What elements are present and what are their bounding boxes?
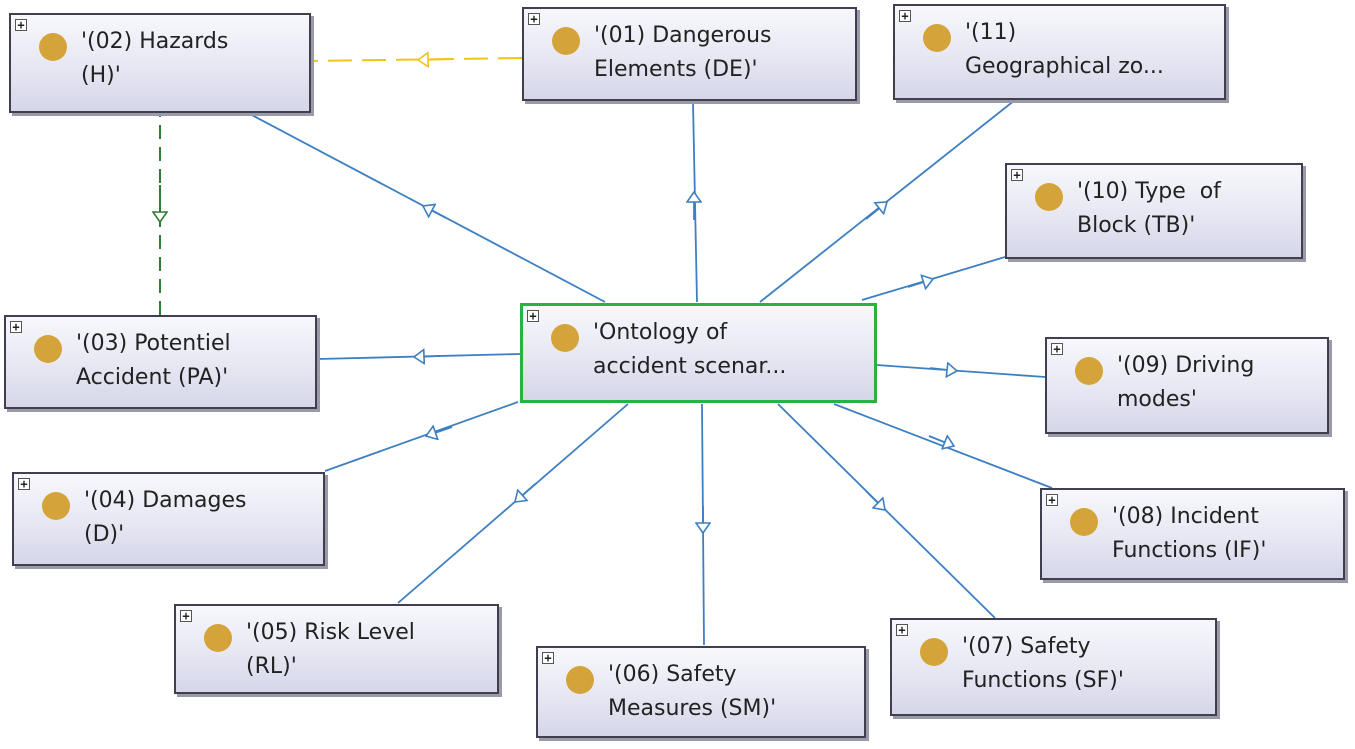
expand-icon[interactable]: + (899, 10, 911, 22)
node-01-dangerous-elements[interactable]: + '(01) Dangerous Elements (DE)' (522, 7, 857, 101)
arrowhead-07 (865, 490, 885, 510)
arrowhead-10 (907, 279, 933, 287)
node-label: '(03) Potentiel Accident (PA)' (76, 331, 231, 390)
expand-icon[interactable]: + (1051, 343, 1063, 355)
node-02-hazards[interactable]: + '(02) Hazards (H)' (9, 13, 311, 113)
node-label: '(06) Safety Measures (SM)' (608, 662, 777, 721)
arrowhead-yellow (418, 59, 451, 60)
edge-01-to-02-dashed (311, 57, 523, 62)
expand-icon[interactable]: + (10, 321, 22, 333)
class-icon (551, 324, 579, 352)
class-icon (34, 335, 62, 363)
class-icon (552, 27, 580, 55)
expand-icon[interactable]: + (180, 610, 192, 622)
arrowhead-03 (414, 356, 441, 357)
expand-icon[interactable]: + (896, 624, 908, 636)
node-label: '(07) Safety Functions (SF)' (962, 634, 1124, 693)
arrowhead-04 (426, 427, 453, 436)
edge-root-to-09 (876, 364, 1046, 378)
arrowhead-05 (515, 483, 536, 502)
edge-root-to-04 (324, 401, 519, 472)
node-label: '(01) Dangerous Elements (DE)' (594, 23, 772, 82)
class-icon (923, 24, 951, 52)
node-label: '(02) Hazards (H)' (81, 29, 229, 88)
expand-icon[interactable]: + (542, 652, 554, 664)
node-06-safety-measures[interactable]: + '(06) Safety Measures (SM)' (536, 646, 866, 738)
node-label: 'Ontology of accident scenar... (593, 320, 787, 379)
class-icon (1070, 508, 1098, 536)
node-03-potentiel-accident[interactable]: + '(03) Potentiel Accident (PA)' (4, 315, 317, 409)
class-icon (204, 624, 232, 652)
class-icon (566, 666, 594, 694)
node-05-risk-level[interactable]: + '(05) Risk Level (RL)' (174, 604, 499, 694)
expand-icon[interactable]: + (18, 478, 30, 490)
expand-icon[interactable]: + (528, 13, 540, 25)
node-label: '(10) Type of Block (TB)' (1077, 179, 1221, 238)
class-icon (1075, 357, 1103, 385)
node-04-damages[interactable]: + '(04) Damages (D)' (12, 472, 325, 566)
expand-icon[interactable]: + (15, 19, 27, 31)
class-icon (39, 33, 67, 61)
node-label: '(08) Incident Functions (IF)' (1112, 504, 1267, 563)
node-label: '(05) Risk Level (RL)' (246, 620, 415, 679)
class-icon (920, 638, 948, 666)
node-07-safety-functions[interactable]: + '(07) Safety Functions (SF)' (890, 618, 1217, 716)
edge-root-to-10 (861, 256, 1006, 301)
node-10-type-of-block[interactable]: + '(10) Type of Block (TB)' (1005, 163, 1303, 259)
arrowhead-08 (928, 436, 954, 446)
node-09-driving-modes[interactable]: + '(09) Driving modes' (1045, 337, 1329, 434)
edge-root-to-05 (397, 403, 629, 604)
expand-icon[interactable]: + (1011, 169, 1023, 181)
node-label: '(04) Damages (D)' (84, 488, 247, 547)
arrowhead-09 (929, 368, 957, 371)
edge-root-to-07 (777, 403, 996, 619)
node-11-geographical-zone[interactable]: + '(11) Geographical zo... (893, 4, 1226, 100)
node-root-ontology[interactable]: + 'Ontology of accident scenar... (520, 303, 877, 403)
edge-root-to-11 (759, 99, 1016, 303)
edge-root-to-08 (833, 403, 1053, 489)
expand-icon[interactable]: + (1046, 494, 1058, 506)
arrowhead-11 (865, 202, 887, 220)
class-icon (1035, 183, 1063, 211)
node-label: '(09) Driving modes' (1117, 353, 1255, 412)
expand-icon[interactable]: + (527, 310, 539, 322)
node-label: '(11) Geographical zo... (965, 20, 1164, 79)
class-icon (42, 492, 70, 520)
arrowhead-02 (423, 206, 447, 219)
node-08-incident-functions[interactable]: + '(08) Incident Functions (IF)' (1040, 488, 1345, 580)
